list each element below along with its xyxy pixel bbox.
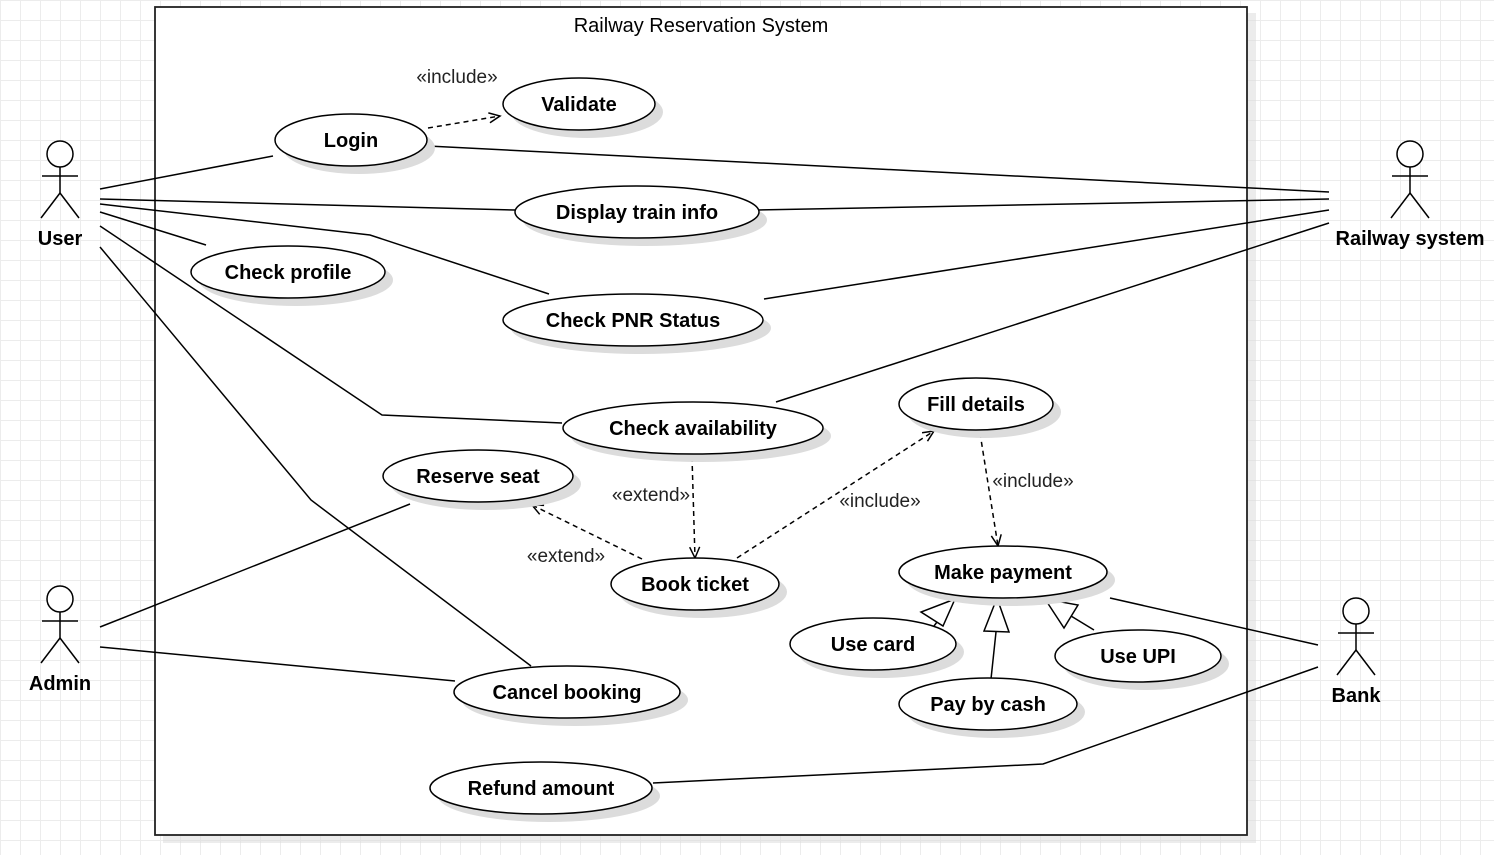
- usecase-book-ticket-label: Book ticket: [641, 574, 749, 596]
- stick-figure-icon: [40, 140, 80, 219]
- actor-railway-system[interactable]: Railway system: [1336, 140, 1485, 250]
- extend-book-reserve: [530, 504, 643, 560]
- assoc-user-cancel-booking: [99, 246, 532, 667]
- usecase-use-card[interactable]: Use card: [789, 617, 964, 678]
- usecase-validate-label: Validate: [541, 94, 617, 116]
- label-include-book-fill: «include»: [839, 491, 920, 512]
- usecase-reserve-seat[interactable]: Reserve seat: [382, 449, 581, 510]
- assoc-bank-refund-amount: [652, 666, 1319, 784]
- actor-user-label: User: [38, 228, 83, 250]
- usecase-fill-details-label: Fill details: [927, 394, 1025, 416]
- actor-bank[interactable]: Bank: [1332, 597, 1382, 707]
- extend-availability-book: [689, 456, 701, 560]
- gen-card-triangle: [919, 597, 957, 628]
- assoc-bank-make-payment: [1109, 597, 1319, 646]
- usecase-fill-details[interactable]: Fill details: [898, 377, 1061, 438]
- usecase-make-payment[interactable]: Make payment: [898, 545, 1115, 606]
- usecase-cancel-booking-label: Cancel booking: [493, 682, 642, 704]
- assoc-user-login: [99, 155, 274, 190]
- assoc-railway-check-pnr: [763, 209, 1330, 300]
- usecase-refund-amount[interactable]: Refund amount: [429, 761, 660, 822]
- stereotype-labels: «include» «extend» «extend» «include» «i…: [416, 67, 1073, 567]
- include-login-validate: [427, 112, 502, 129]
- gen-upi-line: [1070, 615, 1095, 631]
- assoc-user-check-pnr: [99, 203, 550, 295]
- use-cases: Validate Login Display train info Check …: [190, 77, 1229, 822]
- usecase-make-payment-label: Make payment: [934, 562, 1072, 584]
- usecase-book-ticket[interactable]: Book ticket: [610, 557, 787, 618]
- actor-admin[interactable]: Admin: [29, 585, 91, 695]
- actor-admin-label: Admin: [29, 673, 91, 695]
- assoc-railway-display-train-info: [757, 198, 1330, 211]
- include-fill-payment: [979, 432, 1002, 548]
- usecase-use-upi[interactable]: Use UPI: [1054, 629, 1229, 690]
- assoc-user-display-train-info: [99, 198, 516, 211]
- assoc-admin-reserve-seat: [99, 503, 411, 628]
- assoc-admin-cancel-booking: [99, 646, 456, 682]
- usecase-pay-by-cash[interactable]: Pay by cash: [898, 677, 1085, 738]
- stick-figure-icon: [1390, 140, 1430, 219]
- label-include-login-validate: «include»: [416, 67, 497, 88]
- label-extend-book-reserve: «extend»: [527, 546, 605, 567]
- usecase-check-availability-label: Check availability: [609, 418, 778, 440]
- stick-figure-icon: [40, 585, 80, 664]
- usecase-check-availability[interactable]: Check availability: [562, 401, 831, 462]
- usecase-refund-amount-label: Refund amount: [468, 778, 615, 800]
- system-title: Railway Reservation System: [574, 15, 829, 37]
- usecase-login[interactable]: Login: [274, 113, 435, 174]
- gen-cash-line: [990, 631, 997, 680]
- generalizations: [919, 595, 1095, 680]
- assoc-railway-check-availability: [775, 222, 1330, 403]
- usecase-pay-by-cash-label: Pay by cash: [930, 694, 1046, 716]
- usecase-reserve-seat-label: Reserve seat: [416, 466, 540, 488]
- actor-bank-label: Bank: [1332, 685, 1382, 707]
- stick-figure-icon: [1336, 597, 1376, 676]
- assoc-user-check-profile: [99, 211, 207, 246]
- usecase-check-profile-label: Check profile: [225, 262, 352, 284]
- usecase-cancel-booking[interactable]: Cancel booking: [453, 665, 688, 726]
- actor-user[interactable]: User: [38, 140, 83, 250]
- gen-cash-triangle: [982, 595, 1011, 633]
- associations: [99, 145, 1330, 784]
- usecase-login-label: Login: [324, 130, 378, 152]
- usecase-display-train-info-label: Display train info: [556, 202, 718, 224]
- actor-railway-system-label: Railway system: [1336, 228, 1485, 250]
- dependencies: [427, 112, 1002, 560]
- label-extend-availability-book: «extend»: [612, 485, 690, 506]
- label-include-fill-payment: «include»: [992, 471, 1073, 492]
- usecase-validate[interactable]: Validate: [502, 77, 663, 138]
- usecase-use-upi-label: Use UPI: [1100, 646, 1176, 668]
- usecase-check-pnr[interactable]: Check PNR Status: [502, 293, 771, 354]
- usecase-check-profile[interactable]: Check profile: [190, 245, 393, 306]
- include-book-fill: [736, 430, 936, 559]
- usecase-check-pnr-label: Check PNR Status: [546, 310, 721, 332]
- usecase-use-card-label: Use card: [831, 634, 916, 656]
- usecase-display-train-info[interactable]: Display train info: [514, 185, 767, 246]
- assoc-railway-login: [427, 145, 1330, 193]
- assoc-user-check-availability: [99, 225, 563, 424]
